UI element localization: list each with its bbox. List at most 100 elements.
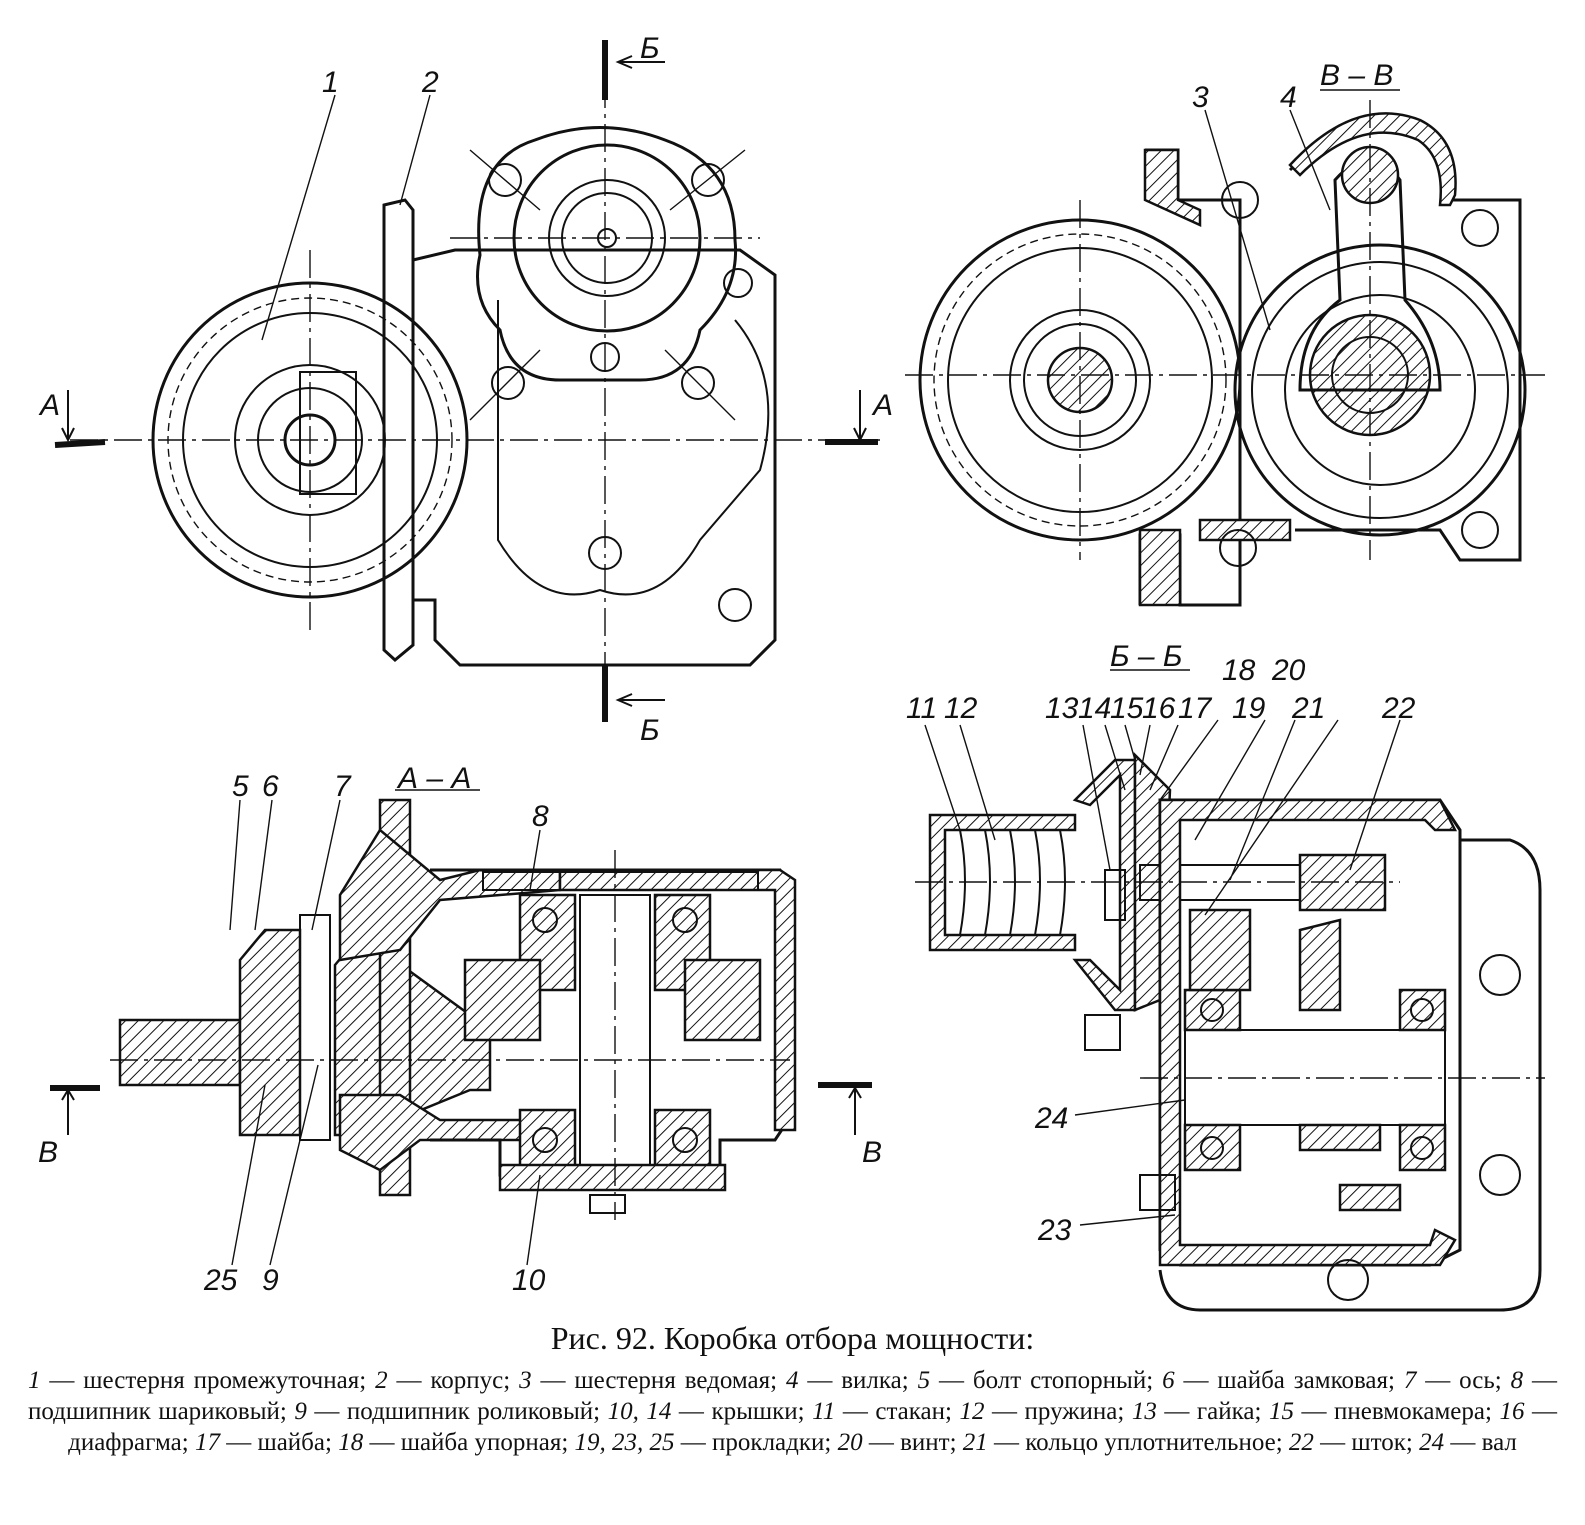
part-label-17: 17	[1178, 692, 1213, 725]
caption-item-number: 12	[959, 1398, 985, 1425]
caption-item-number: 2	[375, 1367, 388, 1394]
caption-item-number: 5	[917, 1367, 931, 1394]
caption-item: 19, 23, 25 — прокладки;	[575, 1429, 838, 1456]
caption-item-number: 11	[812, 1398, 836, 1425]
caption-item: 12 — пружина;	[960, 1398, 1132, 1425]
cut-mark-v-left: В	[38, 1136, 58, 1169]
part-label-15: 15	[1110, 692, 1144, 725]
section-title-vv: В – В	[1320, 59, 1393, 92]
caption-item-text: — шайба упорная;	[363, 1429, 575, 1456]
caption-item-number: 19, 23, 25	[574, 1429, 675, 1456]
part-label-2: 2	[421, 66, 439, 99]
caption-item: 18 — шайба упорная;	[338, 1429, 574, 1456]
cut-mark-v-right: В	[862, 1136, 882, 1169]
caption-item: 16 — диафрагма;	[68, 1398, 1557, 1456]
caption-item-text: — шайба замковая;	[1174, 1367, 1404, 1394]
bolt-holes	[469, 149, 753, 622]
caption-item-number: 9	[294, 1398, 307, 1425]
caption-item-number: 15	[1269, 1398, 1294, 1425]
caption-item-text: — гайка;	[1156, 1398, 1269, 1425]
part-label-11: 11	[906, 692, 937, 725]
part-label-21: 21	[1291, 692, 1325, 725]
caption-title: Рис. 92. Коробка отбора мощности:	[550, 1320, 1035, 1356]
caption-item: 6 — шайба замковая;	[1162, 1367, 1404, 1394]
part-label-10: 10	[512, 1264, 546, 1297]
part-label-9: 9	[262, 1264, 279, 1297]
caption-item-text: — вал	[1444, 1429, 1517, 1456]
caption-item-text: — крышки;	[671, 1398, 813, 1425]
section-title-aa: А – А	[396, 762, 471, 795]
caption-item-text: — диафрагма;	[68, 1398, 1557, 1456]
caption-item-text: — кольцо уплотнительное;	[987, 1429, 1289, 1456]
caption-item-text: — винт;	[862, 1429, 963, 1456]
part-label-3: 3	[1192, 81, 1209, 114]
caption-item-text: — шток;	[1313, 1429, 1420, 1456]
caption-item-text: — пружина;	[984, 1398, 1132, 1425]
part-label-14: 14	[1078, 692, 1111, 725]
part-label-24: 24	[1034, 1102, 1068, 1135]
caption-item: 24 — вал	[1419, 1429, 1517, 1456]
technical-drawing: А – А Б – Б В – В А А Б Б В В 1 2 3 4 5 …	[38, 32, 1545, 1312]
caption-item-number: 22	[1288, 1429, 1314, 1456]
part-label-7: 7	[334, 770, 352, 803]
caption-item-text: — стакан;	[835, 1398, 960, 1425]
caption-item: 7 — ось;	[1404, 1367, 1511, 1394]
caption-item-text: — корпус;	[387, 1367, 520, 1394]
caption-item-number: 1	[28, 1367, 41, 1394]
caption-item: 10, 14 — крышки;	[608, 1398, 813, 1425]
part-label-18: 18	[1222, 654, 1256, 687]
caption-item-number: 3	[519, 1367, 532, 1394]
part-label-25: 25	[203, 1264, 238, 1297]
part-label-12: 12	[944, 692, 978, 725]
cut-mark-b-top: Б	[640, 32, 660, 65]
caption-item-number: 4	[785, 1367, 799, 1394]
caption-item-number: 13	[1131, 1398, 1157, 1425]
part-label-4: 4	[1280, 81, 1297, 114]
section-vv	[905, 89, 1545, 607]
caption-item-number: 17	[194, 1429, 220, 1456]
caption-item-text: — прокладки;	[674, 1429, 838, 1456]
caption-item-number: 16	[1499, 1398, 1525, 1425]
caption-legend: 1 — шестерня промежуточная; 2 — корпус; …	[28, 1365, 1557, 1458]
caption-item-number: 18	[338, 1429, 364, 1456]
cut-mark-b-bottom: Б	[640, 714, 660, 747]
caption-item-text: — шестерня промежуточная;	[40, 1367, 376, 1394]
part-label-5: 5	[232, 770, 249, 803]
caption-item-number: 10, 14	[607, 1398, 672, 1425]
caption-item: 3 — шестерня ведомая;	[519, 1367, 786, 1394]
caption-item: 8 — подшипник шариковый;	[28, 1367, 1557, 1425]
caption-item-text: — подшипник роликовый;	[306, 1398, 608, 1425]
section-title-bb: Б – Б	[1110, 640, 1182, 673]
part-label-20: 20	[1271, 654, 1306, 687]
section-titles: А – А Б – Б В – В А А Б Б В В	[38, 32, 1393, 1169]
part-label-1: 1	[322, 66, 339, 99]
caption-item-text: — ось;	[1416, 1367, 1511, 1394]
caption-item: 21 — кольцо уплотнительное;	[963, 1429, 1289, 1456]
caption-item: 17 — шайба;	[195, 1429, 338, 1456]
part-label-23: 23	[1037, 1214, 1072, 1247]
section-bb	[915, 669, 1545, 1312]
caption-item: 15 — пневмокамера;	[1269, 1398, 1499, 1425]
cut-mark-a-left: А	[38, 389, 60, 422]
housing-body	[412, 248, 777, 667]
caption-item-text: — болт стопорный;	[930, 1367, 1163, 1394]
caption-item-number: 6	[1162, 1367, 1175, 1394]
caption-item: 13 — гайка;	[1132, 1398, 1269, 1425]
section-aa	[50, 789, 872, 1266]
caption-item: 20 — винт;	[838, 1429, 963, 1456]
caption-item-text: — подшипник шариковый;	[28, 1367, 1558, 1425]
part-labels: 1 2 3 4 5 6 7 8 9 10 11 12 13 14 15 16 1…	[203, 66, 1416, 1297]
part-label-6: 6	[262, 770, 279, 803]
caption-item-number: 21	[962, 1429, 988, 1456]
part-label-22: 22	[1381, 692, 1416, 725]
caption-item: 22 — шток;	[1289, 1429, 1419, 1456]
part-label-16: 16	[1142, 692, 1176, 725]
part-label-8: 8	[532, 800, 549, 833]
part-label-13: 13	[1045, 692, 1079, 725]
caption-item-text: — вилка;	[798, 1367, 918, 1394]
caption-item-text: — пневмокамера;	[1294, 1398, 1500, 1425]
caption-item-text: — шестерня ведомая;	[531, 1367, 786, 1394]
caption-item: 2 — корпус;	[375, 1367, 519, 1394]
caption-item: 4 — вилка;	[786, 1367, 918, 1394]
caption-item-number: 24	[1419, 1429, 1445, 1456]
